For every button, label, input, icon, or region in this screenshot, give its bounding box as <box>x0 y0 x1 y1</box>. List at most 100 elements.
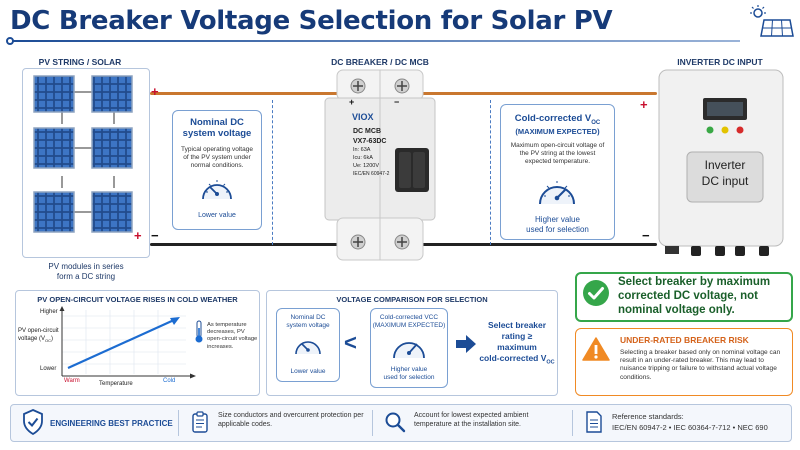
breaker-type: DC MCB <box>353 128 381 135</box>
arrow-right-icon <box>456 335 476 353</box>
selection-rule-2: rating ≥ <box>501 331 533 342</box>
nominal-card-title: Nominal DC system voltage <box>173 117 261 140</box>
ylabel-sub: OC <box>45 337 52 343</box>
inverter-positive-terminal: + <box>640 97 648 112</box>
inverter-label-panel: Inverter DC input <box>687 158 763 189</box>
risk-text: Selecting a breaker based only on nomina… <box>620 349 781 381</box>
comparison-title: VOLTAGE COMPARISON FOR SELECTION <box>336 295 488 304</box>
breaker-icu: Icu: 6kA <box>353 155 373 162</box>
pv-positive-marker: + <box>134 228 142 243</box>
selection-rule-1: Select breaker <box>487 320 547 330</box>
title-underline <box>10 40 740 42</box>
cold-card-title-1: Cold-corrected VOC <box>501 113 614 127</box>
breaker-neg-mark-right: − <box>394 97 400 107</box>
nominal-card-desc: Typical operating voltage of the PV syst… <box>181 145 253 170</box>
dashed-guide-left <box>272 100 273 245</box>
voltage-rise-title: PV OPEN-CIRCUIT VOLTAGE RISES IN COLD WE… <box>37 295 238 304</box>
positive-wire-right <box>415 92 657 95</box>
selection-rule-4: cold-corrected VOC <box>476 353 558 367</box>
breaker-model: VX7-63DC <box>353 138 387 146</box>
shield-check-icon <box>23 409 43 435</box>
compare-nominal-card: Nominal DC system voltage Lower value <box>276 308 340 382</box>
solar-module <box>33 75 75 113</box>
nominal-gauge-icon <box>202 180 232 200</box>
voltage-rise-note: As temperature decreases, PV open-circui… <box>207 322 258 350</box>
inverter-text-1: Inverter <box>704 158 746 172</box>
cold-gauge-label-2: used for selection <box>526 224 589 234</box>
document-icon <box>586 411 602 433</box>
higher-label: Higher <box>40 309 58 315</box>
footer-divider <box>372 410 373 436</box>
reference-list: IEC/EN 60947-2 • IEC 60364-7-712 • NEC 6… <box>612 423 768 432</box>
pv-positive-terminal: + <box>151 84 159 99</box>
conductors-note: Size conductors and overcurrent protecti… <box>218 412 364 428</box>
breaker-specs: DC MCB VX7-63DC In: 63A Icu: 6kA Ue: 120… <box>353 127 389 178</box>
less-than-symbol: < <box>344 330 357 355</box>
breaker-standard: IEC/EN 60947-2 <box>353 171 390 178</box>
lower-label: Lower <box>40 366 57 372</box>
solar-module <box>33 191 75 233</box>
compare-cold-title: Cold-corrected VCC (MAXIMUM EXPECTED) <box>371 314 447 330</box>
ambient-note: Account for lowest expected ambient temp… <box>414 412 529 428</box>
pv-negative-terminal: − <box>151 228 159 243</box>
breaker-pos-mark-left: + <box>349 97 355 107</box>
cold-card-desc: Maximum open-circuit voltage of the PV s… <box>510 142 605 166</box>
cold-corrected-card: Cold-corrected VOC (MAXIMUM EXPECTED) Ma… <box>500 104 615 240</box>
inverter-text-2: DC input <box>701 173 749 188</box>
negative-wire-left <box>150 243 345 246</box>
ylabel-line-2-text: voltage (V <box>18 335 46 342</box>
compare-nominal-title: Nominal DC system voltage <box>277 314 339 330</box>
cold-card-title: Cold-corrected VOC (MAXIMUM EXPECTED) <box>501 113 614 136</box>
solar-module <box>33 127 75 169</box>
dc-breaker <box>324 69 436 261</box>
select-breaker-callout <box>575 272 793 322</box>
compare-cold-value: Higher value used for selection <box>371 366 447 382</box>
reference-title: Reference standards: <box>612 412 684 421</box>
voltage-rise-chart <box>59 306 196 379</box>
inverter-negative-terminal: − <box>642 228 650 243</box>
compare-nominal-title-1: Nominal DC <box>290 314 326 321</box>
selection-rule-4-text: cold-corrected V <box>479 353 547 364</box>
ylabel-line-2: voltage (VOC) <box>18 335 54 343</box>
breaker-brand: VIOX <box>352 112 374 122</box>
positive-wire-left <box>150 92 345 95</box>
solar-module <box>91 75 133 113</box>
pv-array-diagram <box>33 75 133 233</box>
risk-title: UNDER-RATED BREAKER RISK <box>620 335 749 345</box>
title-dot <box>6 37 14 45</box>
page-title: DC Breaker Voltage Selection for Solar P… <box>10 6 613 36</box>
nominal-gauge-label: Lower value <box>198 212 236 219</box>
magnifier-icon <box>385 412 406 433</box>
select-breaker-text: Select breaker by maximum corrected DC v… <box>618 276 790 317</box>
pv-caption: PV modules in series form a DC string <box>22 262 150 282</box>
negative-wire-right <box>415 243 657 246</box>
footer-bar <box>10 404 792 442</box>
inverter-unit <box>658 69 784 256</box>
compare-cold-gauge-icon <box>393 342 425 359</box>
selection-rule: Select breaker rating ≥ maximum cold-cor… <box>476 320 558 367</box>
nominal-card-title-2: system voltage <box>182 128 252 140</box>
check-icon <box>583 280 609 306</box>
compare-cold-value-2: used for selection <box>383 373 435 381</box>
pv-caption-line-1: PV modules in series <box>48 262 124 271</box>
selection-rule-3: maximum <box>497 342 537 353</box>
nominal-card-title-1: Nominal DC <box>190 117 244 128</box>
cold-gauge-label: Higher value used for selection <box>501 215 614 234</box>
inverter-label: INVERTER DC INPUT <box>677 57 763 67</box>
voltage-rise-ylabel: PV open-circuit voltage (VOC) <box>18 328 59 343</box>
cold-card-title-sub: OC <box>591 119 601 126</box>
voltage-rise-panel <box>15 290 260 396</box>
breaker-ue: Ue: 1200V <box>353 163 379 170</box>
select-line-3: nominal voltage only. <box>618 303 735 316</box>
compare-nominal-value: Lower value <box>290 368 326 375</box>
dashed-guide-right <box>490 100 491 245</box>
compare-cold-title-1: Cold-corrected VCC <box>379 314 439 321</box>
cold-gauge-label-1: Higher value <box>535 215 580 224</box>
compare-cold-value-1: Higher value <box>390 366 428 373</box>
warning-icon <box>582 337 610 361</box>
underrated-risk-callout <box>575 328 793 396</box>
ylabel-line-1: PV open-circuit <box>18 328 59 334</box>
compare-cold-title-2: (MAXIMUM EXPECTED) <box>372 321 446 329</box>
cold-card-title-text: Cold-corrected V <box>514 113 592 124</box>
select-line-2: corrected DC voltage, not <box>618 289 758 302</box>
